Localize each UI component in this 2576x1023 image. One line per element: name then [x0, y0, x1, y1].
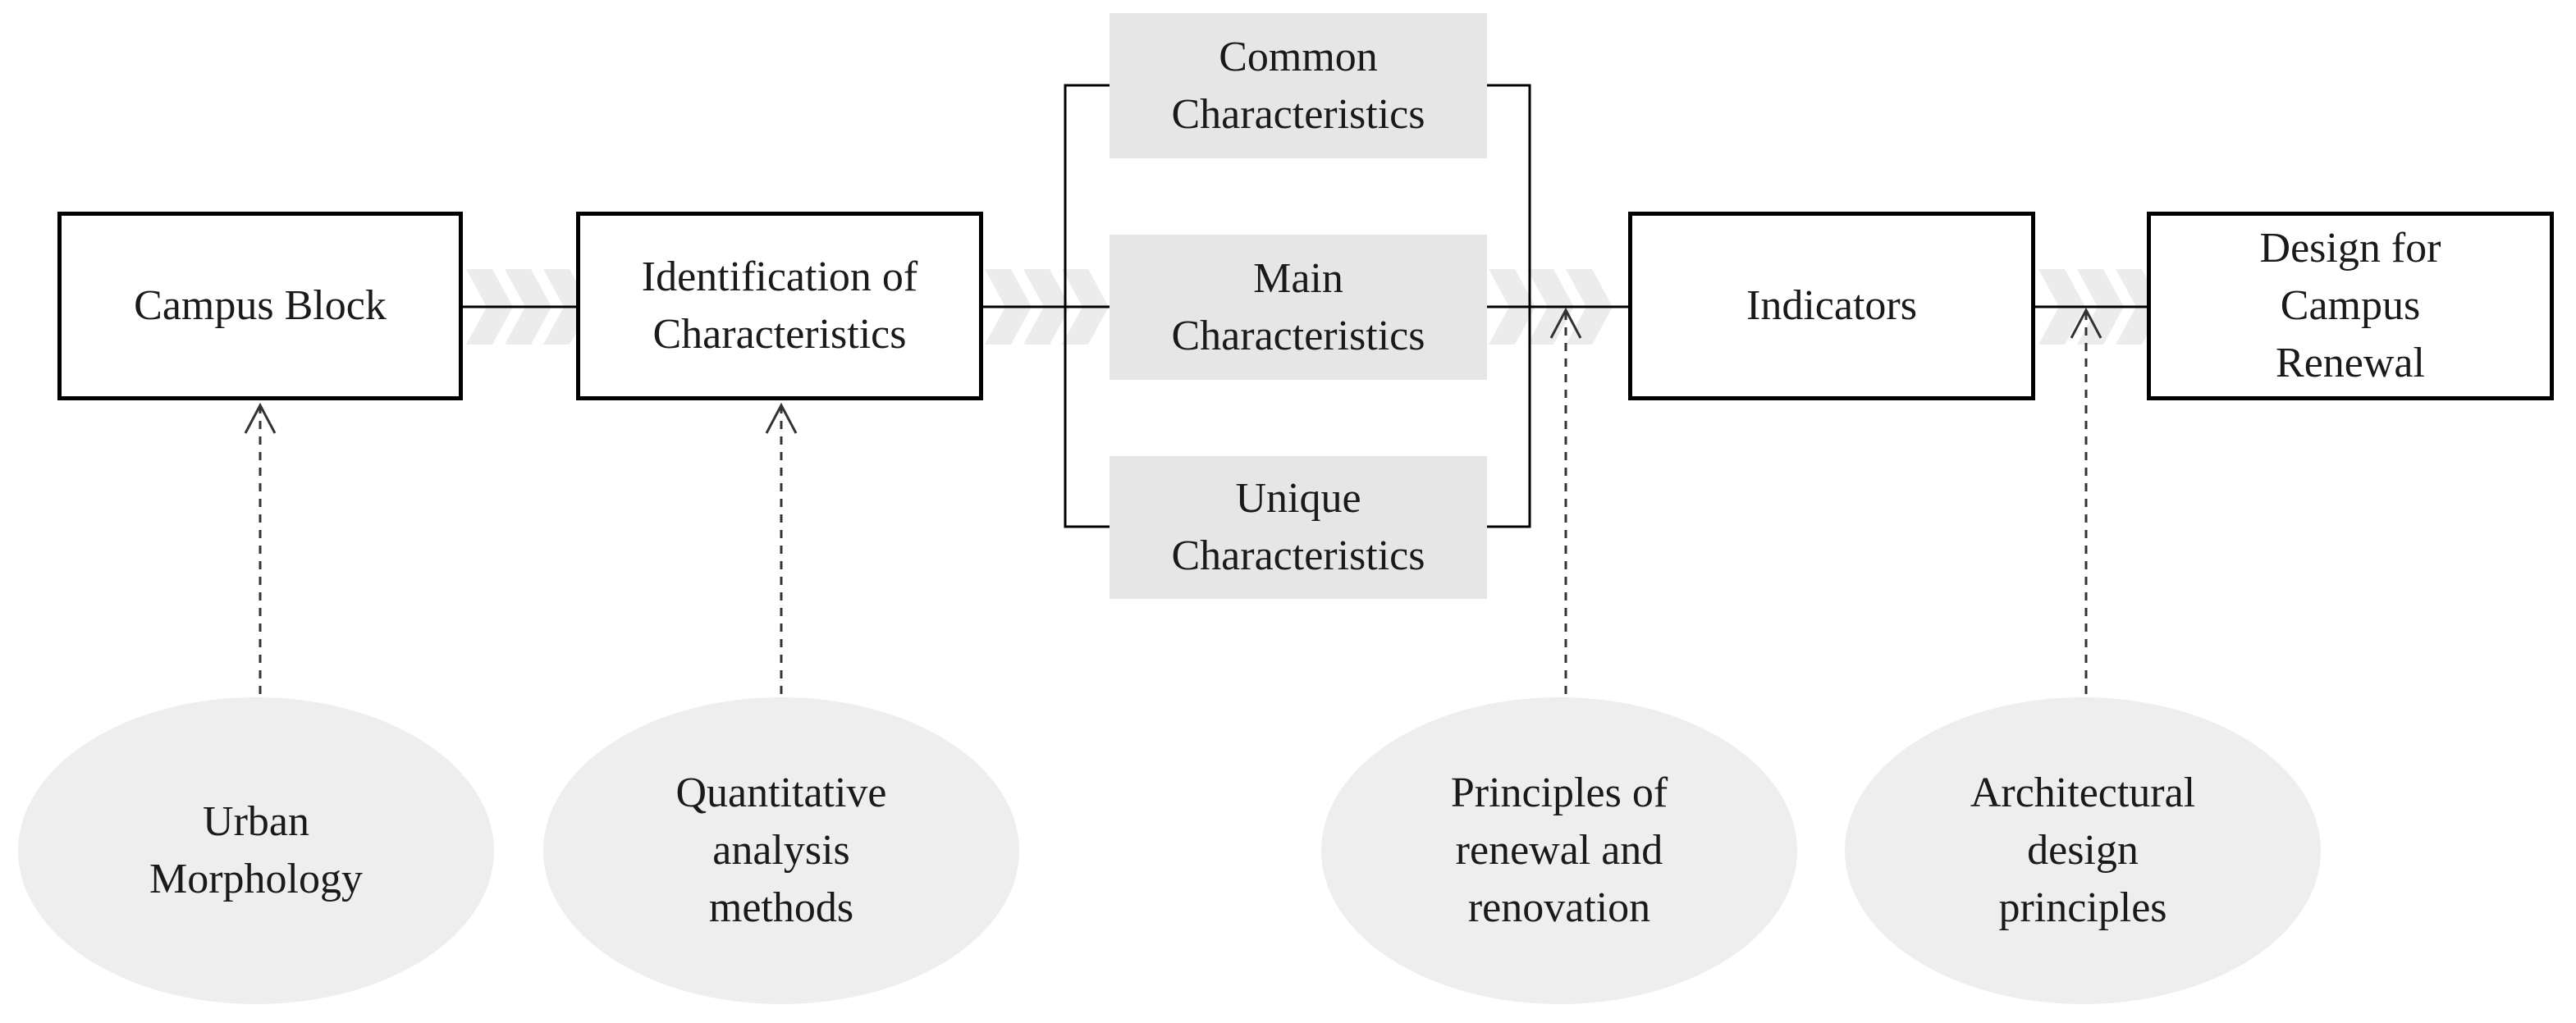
dashed-arrows: [244, 307, 2102, 694]
main-characteristics-box: Main Characteristics: [1110, 235, 1487, 380]
arrowhead-quantitative: [765, 402, 798, 434]
box-label: Common: [1219, 33, 1378, 80]
design-renewal-box: Design for Campus Renewal: [2147, 212, 2554, 400]
box-label: Renewal: [2276, 340, 2425, 386]
box-label: Design for: [2259, 225, 2441, 272]
box-label: Characteristics: [1171, 90, 1425, 138]
box-label: Characteristics: [652, 311, 907, 358]
indicators-box: Indicators: [1628, 212, 2035, 400]
renewal-principles-ellipse: Principles of renewal and renovation: [1321, 697, 1797, 1004]
ellipse-label: methods: [708, 884, 854, 931]
ellipse-label: Principles of: [1450, 770, 1668, 816]
common-characteristics-box: Common Characteristics: [1110, 13, 1487, 158]
left-bracket: [1064, 84, 1110, 528]
ellipse-label: analysis: [712, 827, 850, 874]
box-label: Main: [1253, 254, 1343, 302]
ellipse-label: renovation: [1467, 884, 1651, 931]
connector-lines: [463, 84, 2147, 528]
architectural-design-ellipse: Architectural design principles: [1845, 697, 2321, 1004]
campus-block-box: Campus Block: [57, 212, 463, 400]
ellipse-label: renewal and: [1455, 827, 1663, 874]
ellipse-label: Urban: [203, 798, 309, 845]
box-label: Characteristics: [1171, 312, 1425, 359]
box-label: Indicators: [1746, 282, 1917, 329]
arrowhead-urban: [244, 402, 277, 434]
box-label: Characteristics: [1171, 532, 1425, 579]
ellipse-label: Quantitative: [675, 770, 887, 816]
urban-morphology-ellipse: Urban Morphology: [18, 697, 494, 1004]
arrowhead-architectural: [2070, 307, 2102, 339]
quantitative-analysis-ellipse: Quantitative analysis methods: [543, 697, 1019, 1004]
arrowhead-principles: [1549, 307, 1582, 339]
ellipse-label: Architectural: [1970, 770, 2196, 816]
box-label: Identification of: [641, 253, 918, 300]
identification-box: Identification of Characteristics: [576, 212, 983, 400]
box-label: Unique: [1235, 475, 1361, 522]
unique-characteristics-box: Unique Characteristics: [1110, 456, 1487, 599]
box-label: Campus Block: [134, 282, 387, 329]
ellipse-label: design: [2027, 827, 2139, 874]
box-label: Campus: [2280, 282, 2421, 329]
ellipse-label: Morphology: [149, 856, 363, 902]
ellipse-label: principles: [1998, 884, 2167, 931]
